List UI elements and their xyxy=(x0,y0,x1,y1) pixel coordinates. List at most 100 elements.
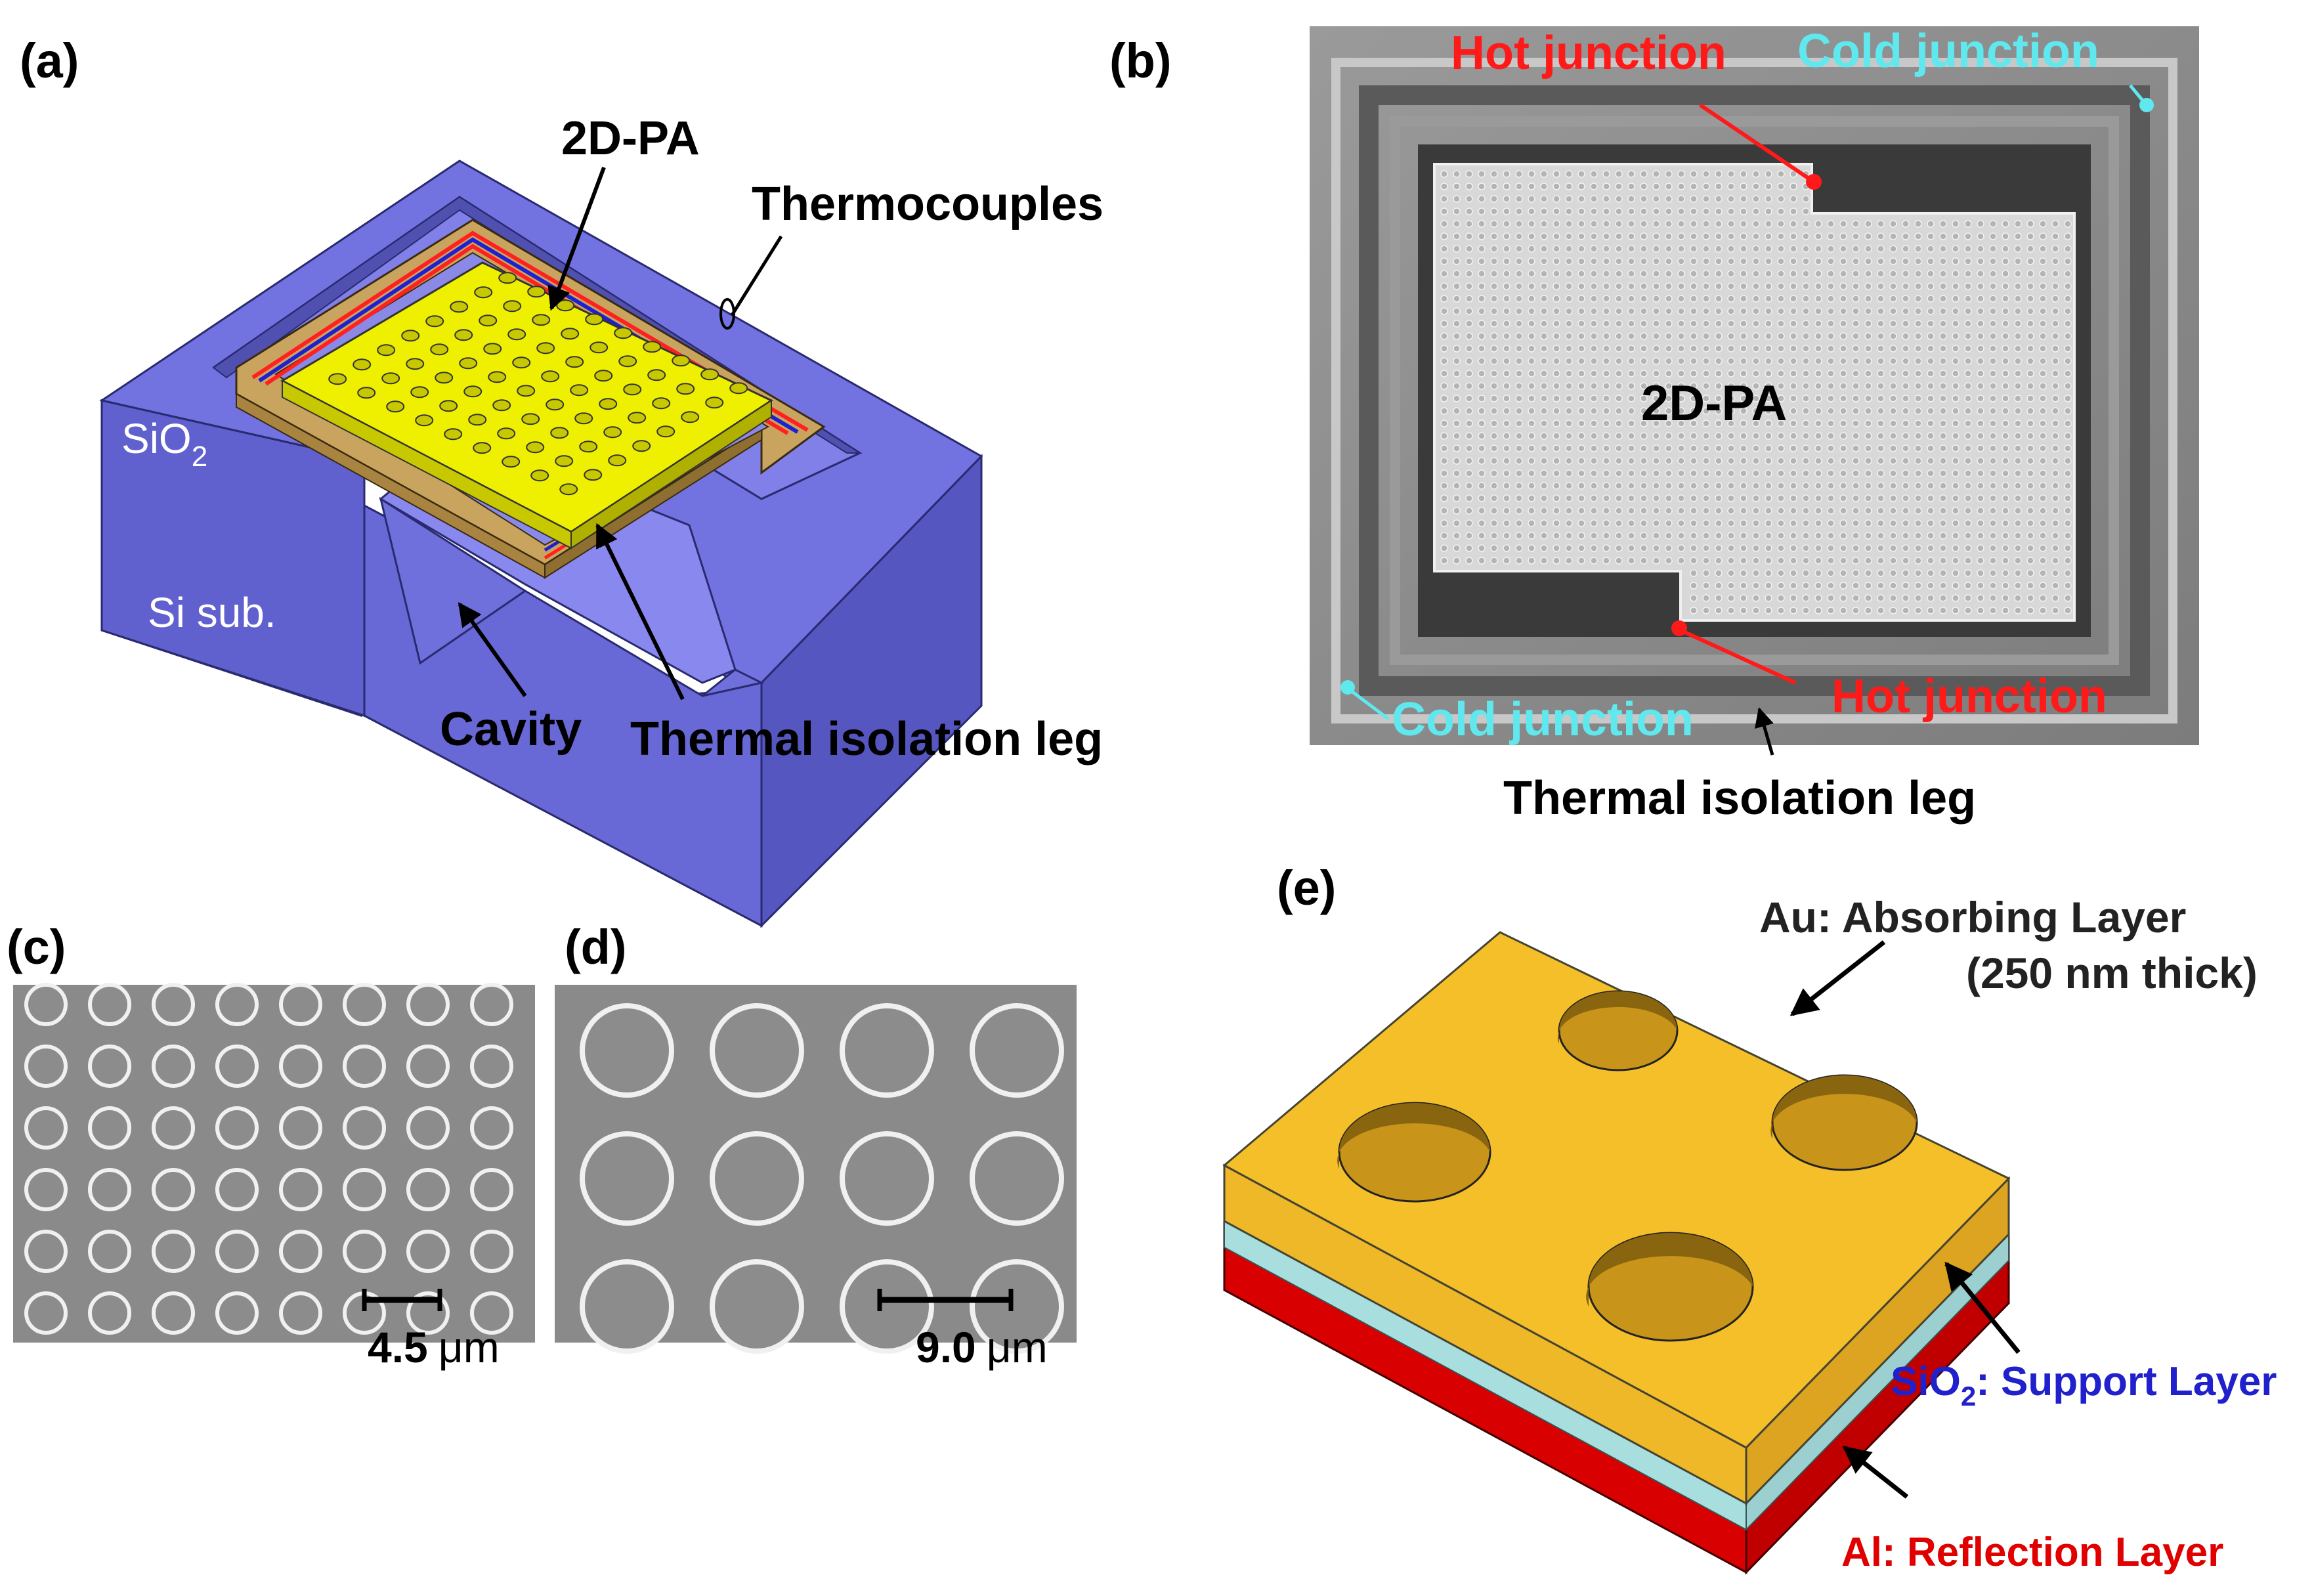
sem-dot xyxy=(1553,557,1560,565)
sem-c-ring xyxy=(88,1230,131,1273)
sem-dot xyxy=(1715,345,1723,353)
sem-dot xyxy=(1565,432,1573,440)
sem-c-ring xyxy=(279,1291,322,1335)
sem-dot xyxy=(1777,557,1785,565)
sem-dot xyxy=(1827,282,1835,290)
sem-dot xyxy=(1515,282,1523,290)
sem-dot xyxy=(1952,594,1960,602)
sem-dot xyxy=(1590,270,1598,278)
sem-dot xyxy=(1665,432,1673,440)
sem-dot xyxy=(1939,382,1947,390)
sem-dot xyxy=(1453,395,1461,402)
sem-dot xyxy=(1690,370,1698,377)
sem-dot xyxy=(1602,195,1610,203)
sem-dot-grid xyxy=(1440,170,2072,615)
sem-dot xyxy=(1627,183,1635,190)
sem-dot xyxy=(1827,220,1835,228)
sem-dot xyxy=(1490,494,1498,502)
sem-dot xyxy=(1839,220,1847,228)
sem-dot xyxy=(1852,519,1860,527)
sem-dot xyxy=(1889,557,1897,565)
sem-dot xyxy=(1503,220,1511,228)
sem-dot xyxy=(1627,282,1635,290)
sem-dot xyxy=(1839,532,1847,540)
sem-dot xyxy=(1839,395,1847,402)
sem-dot xyxy=(2026,469,2034,477)
sem-dot xyxy=(2002,257,2009,265)
sem-dot xyxy=(1540,457,1548,465)
sem-dot xyxy=(1440,457,1448,465)
sem-dot xyxy=(1702,345,1710,353)
absorber-hole xyxy=(526,441,545,454)
sem-dot xyxy=(1602,245,1610,253)
sem-dot xyxy=(1652,170,1660,178)
sem-dot xyxy=(1440,370,1448,377)
sem-dot xyxy=(1453,282,1461,290)
sem-dot xyxy=(1802,544,1810,552)
sem-dot xyxy=(1540,395,1548,402)
sem-c-ring xyxy=(215,983,259,1026)
sem-dot xyxy=(2039,270,2047,278)
sem-dot xyxy=(1727,320,1735,328)
sem-dot xyxy=(1515,295,1523,303)
sem-dot xyxy=(1490,444,1498,452)
sem-dot xyxy=(1839,444,1847,452)
sem-dot xyxy=(1465,270,1473,278)
sem-dot xyxy=(2039,395,2047,402)
sem-dot xyxy=(1989,332,1997,340)
sem-dot xyxy=(1690,407,1698,415)
sem-dot xyxy=(2002,220,2009,228)
sem-dot xyxy=(1802,232,1810,240)
sem-dot xyxy=(1640,332,1648,340)
sem-dot xyxy=(2014,544,2022,552)
sem-dot xyxy=(1577,332,1585,340)
sem-dot xyxy=(1989,395,1997,402)
sem-dot xyxy=(1789,257,1797,265)
sem-dot xyxy=(1914,357,1922,365)
sem-dot xyxy=(1652,507,1660,515)
sem-dot xyxy=(1752,407,1760,415)
sem-dot xyxy=(1577,482,1585,490)
sem-dot xyxy=(2064,407,2072,415)
sem-dot xyxy=(1615,407,1623,415)
sem-dot xyxy=(1952,295,1960,303)
sem-dot xyxy=(1777,469,1785,477)
sem-dot xyxy=(1765,557,1772,565)
sem-dot xyxy=(1839,519,1847,527)
sem-dot xyxy=(1553,332,1560,340)
absorber-hole xyxy=(353,358,372,371)
sem-dot xyxy=(1902,432,1910,440)
sem-dot xyxy=(1802,295,1810,303)
sem-dot xyxy=(2051,270,2059,278)
sem-dot xyxy=(1627,507,1635,515)
sem-dot xyxy=(1665,407,1673,415)
sem-dot xyxy=(1615,270,1623,278)
sem-dot xyxy=(1565,207,1573,215)
sem-dot xyxy=(2026,320,2034,328)
sem-dot xyxy=(1715,307,1723,315)
sem-dot xyxy=(1765,507,1772,515)
sem-dot xyxy=(1565,332,1573,340)
sem-dot xyxy=(1677,332,1685,340)
sem-dot xyxy=(1640,395,1648,402)
sem-dot xyxy=(1740,220,1747,228)
sem-dot xyxy=(1553,532,1560,540)
sem-dot xyxy=(1752,207,1760,215)
sem-dot xyxy=(1877,382,1885,390)
sem-dot xyxy=(1889,295,1897,303)
sem-dot xyxy=(1789,295,1797,303)
sem-dot xyxy=(1615,345,1623,353)
sem-dot xyxy=(1802,357,1810,365)
sem-dot xyxy=(1839,232,1847,240)
sem-dot xyxy=(1939,270,1947,278)
sem-dot xyxy=(1989,345,1997,353)
sem-dot xyxy=(1690,257,1698,265)
sem-dot xyxy=(1503,432,1511,440)
sem-dot xyxy=(1615,507,1623,515)
sem-dot xyxy=(1690,582,1698,590)
sem-dot xyxy=(1977,444,1984,452)
sem-dot xyxy=(1490,532,1498,540)
sem-dot xyxy=(1727,382,1735,390)
sem-dot xyxy=(1777,345,1785,353)
sem-dot xyxy=(1652,420,1660,427)
